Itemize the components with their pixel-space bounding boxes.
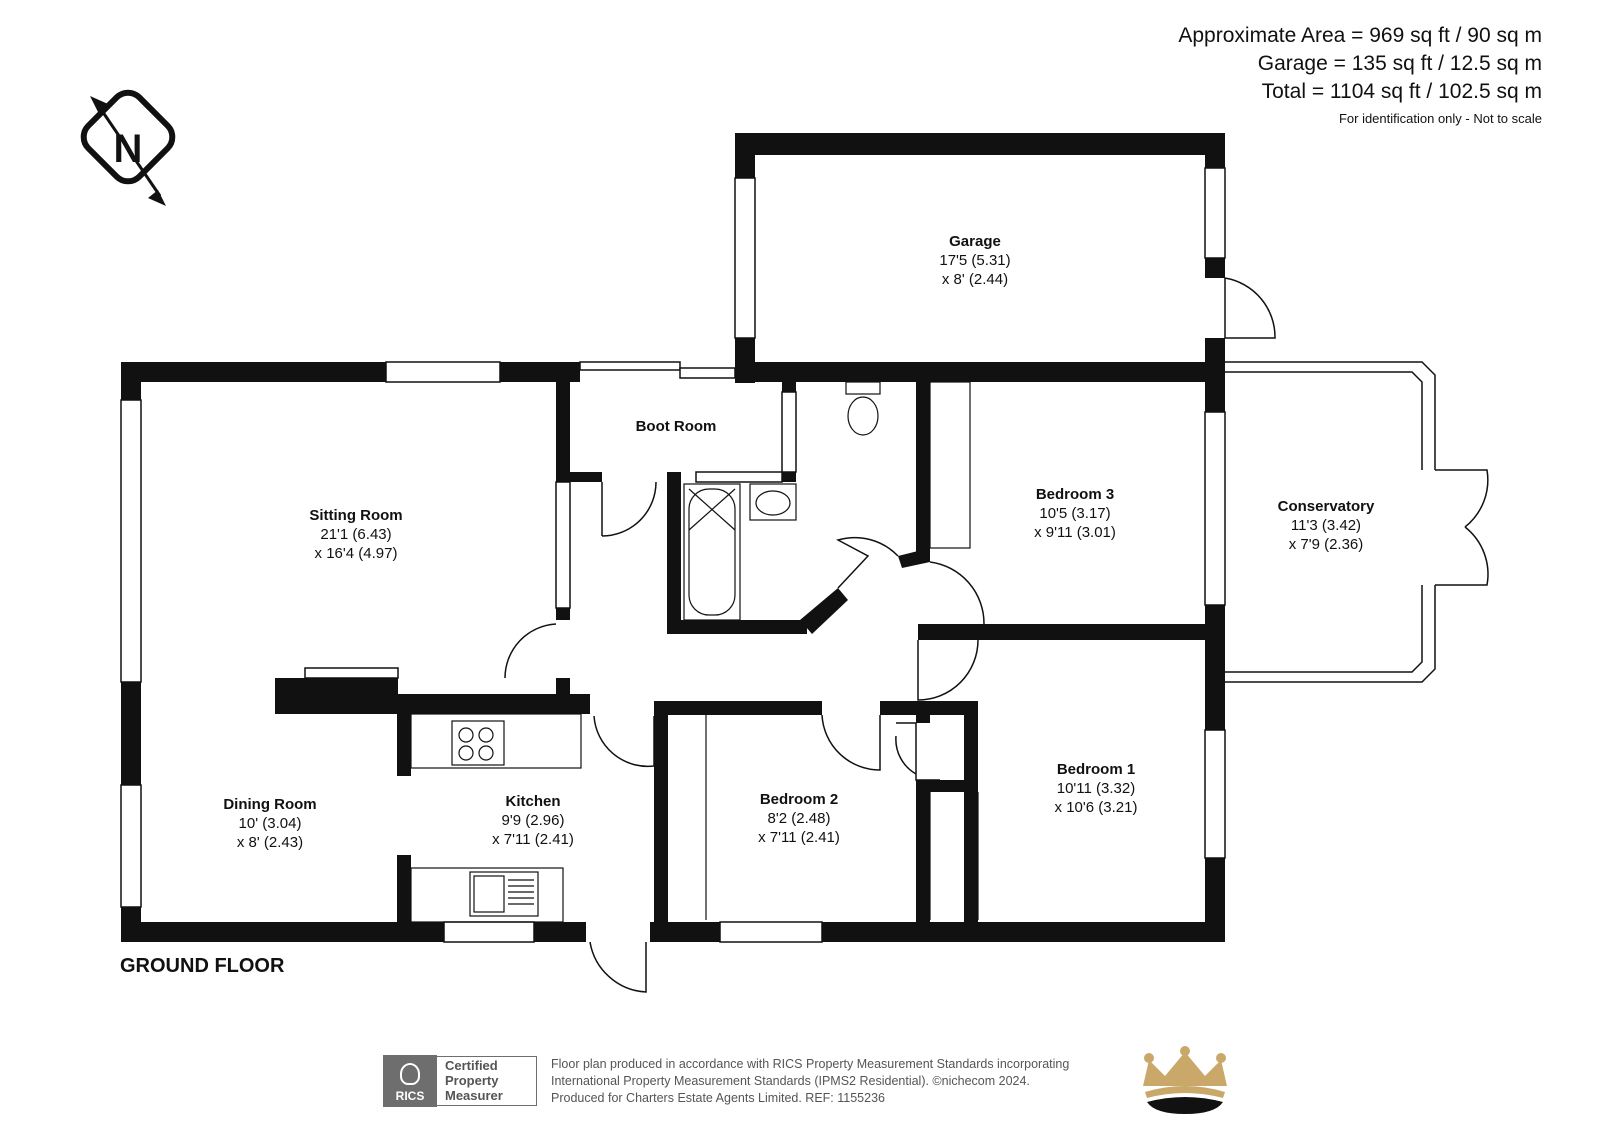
floor-label: GROUND FLOOR [120,955,285,977]
svg-text:Kitchen: Kitchen [505,793,560,810]
svg-text:x 7'9 (2.36): x 7'9 (2.36) [1289,536,1364,553]
svg-text:21'1 (6.43): 21'1 (6.43) [320,526,391,543]
svg-text:10' (3.04): 10' (3.04) [239,815,302,832]
area-summary: Approximate Area = 969 sq ft / 90 sq m G… [1178,22,1542,130]
svg-text:Bedroom 2: Bedroom 2 [760,791,838,808]
svg-text:17'5 (5.31): 17'5 (5.31) [939,252,1010,269]
svg-text:8'2 (2.48): 8'2 (2.48) [768,810,831,827]
svg-text:x 7'11 (2.41): x 7'11 (2.41) [758,829,840,846]
crown-logo-icon [1143,1046,1227,1114]
svg-text:x 16'4 (4.97): x 16'4 (4.97) [315,545,398,562]
svg-text:Sitting Room: Sitting Room [309,507,402,524]
scale-note: For identification only - Not to scale [1338,111,1542,126]
svg-text:x 7'11 (2.41): x 7'11 (2.41) [492,831,574,848]
svg-text:x 8' (2.44): x 8' (2.44) [942,271,1008,288]
north-arrow-icon: N [80,89,176,206]
svg-text:10'5 (3.17): 10'5 (3.17) [1039,505,1110,522]
svg-text:x 8' (2.43): x 8' (2.43) [237,834,303,851]
lion-icon [400,1063,420,1085]
svg-text:11'3 (3.42): 11'3 (3.42) [1291,517,1361,534]
svg-text:Bedroom 1: Bedroom 1 [1057,761,1135,778]
footer-text-line-1: Floor plan produced in accordance with R… [551,1056,1070,1071]
footer: RICS Certified Property Measurer Floor p… [383,1054,1141,1108]
room-label-dining-room: Dining Room 10' (3.04) x 8' (2.43) [223,796,316,851]
svg-text:x 10'6 (3.21): x 10'6 (3.21) [1055,799,1138,816]
room-label-bedroom-1: Bedroom 1 10'11 (3.32) x 10'6 (3.21) [1055,761,1138,816]
svg-text:Garage: Garage [949,233,1001,250]
room-label-bedroom-3: Bedroom 3 10'5 (3.17) x 9'11 (3.01) [1034,486,1116,541]
svg-text:Dining Room: Dining Room [223,796,316,813]
footer-text: Floor plan produced in accordance with R… [551,1056,1141,1107]
fixtures [410,381,979,923]
doors [504,277,1276,993]
certified-line-1: Certified [445,1058,498,1073]
svg-text:10'11 (3.32): 10'11 (3.32) [1057,780,1135,797]
rics-label: RICS [395,1089,425,1103]
svg-text:x 9'11 (3.01): x 9'11 (3.01) [1034,524,1116,541]
certified-line-2: Property [445,1073,499,1088]
svg-text:Bedroom 3: Bedroom 3 [1036,486,1114,503]
garage-area: Garage = 135 sq ft / 12.5 sq m [1257,52,1542,75]
svg-text:Conservatory: Conservatory [1278,498,1375,515]
room-label-conservatory: Conservatory 11'3 (3.42) x 7'9 (2.36) [1278,498,1375,553]
walls [121,133,1225,942]
rics-logo: RICS [383,1055,437,1107]
room-label-sitting-room: Sitting Room 21'1 (6.43) x 16'4 (4.97) [309,507,402,562]
svg-text:9'9 (2.96): 9'9 (2.96) [502,812,565,829]
footer-text-line-2: International Property Measurement Stand… [551,1073,1030,1088]
certified-measurer-badge: Certified Property Measurer [437,1056,537,1106]
footer-text-line-3: Produced for Charters Estate Agents Limi… [551,1090,885,1105]
total-area: Total = 1104 sq ft / 102.5 sq m [1261,80,1542,103]
room-label-bedroom-2: Bedroom 2 8'2 (2.48) x 7'11 (2.41) [758,791,840,846]
room-label-kitchen: Kitchen 9'9 (2.96) x 7'11 (2.41) [492,793,574,848]
room-label-garage: Garage 17'5 (5.31) x 8' (2.44) [939,233,1010,288]
windows [120,167,1226,943]
compass-letter: N [114,127,143,171]
approximate-area: Approximate Area = 969 sq ft / 90 sq m [1178,24,1542,47]
conservatory-frame [1225,361,1489,683]
svg-text:Boot Room: Boot Room [636,418,717,435]
certified-line-3: Measurer [445,1088,503,1103]
room-label-boot-room: Boot Room [636,418,717,435]
